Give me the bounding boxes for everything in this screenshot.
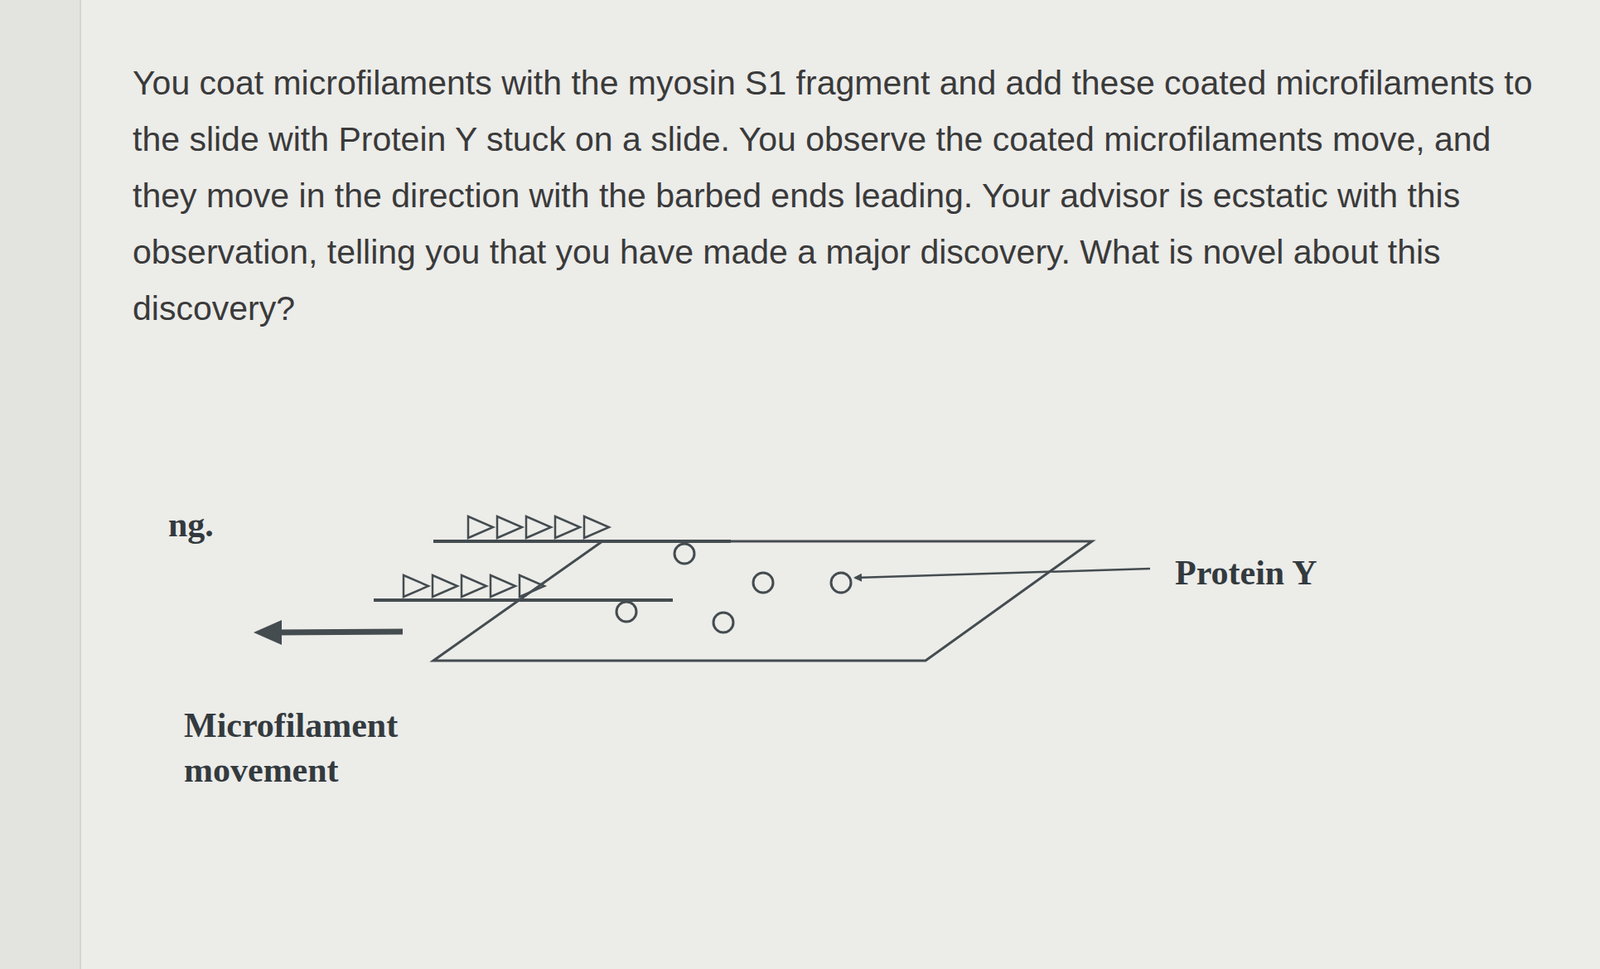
movement-label: Microfilament movement	[183, 702, 433, 793]
side-strip	[0, 0, 82, 969]
protein-y-dots	[616, 543, 851, 633]
movement-arrow	[273, 631, 403, 633]
leader-line	[855, 568, 1151, 578]
figure-fragment: ng.	[168, 502, 268, 547]
movement-arrowhead	[253, 619, 282, 645]
microfilament	[433, 539, 731, 543]
question-text: You coat microfilaments with the myosin …	[132, 54, 1542, 337]
myosin-s1-heads	[403, 516, 610, 597]
protein-label: Protein Y	[1174, 550, 1391, 595]
